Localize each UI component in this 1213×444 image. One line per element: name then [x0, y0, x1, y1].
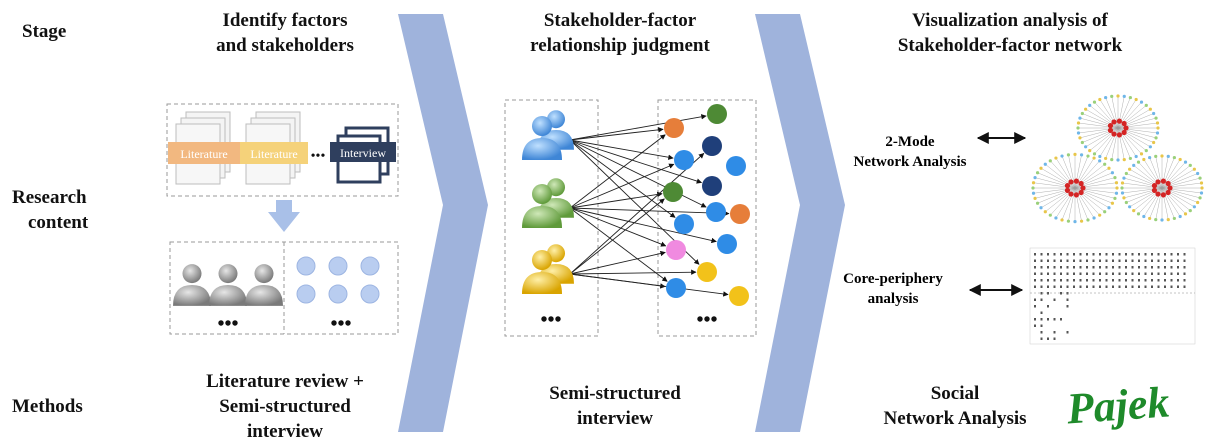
factor-node-9: [730, 204, 750, 224]
core-periphery-label-line2: analysis: [868, 291, 919, 307]
two-mode-label-line1: 2-Mode: [885, 134, 934, 150]
factor-dot-2: [329, 257, 347, 275]
factor-node-10: [674, 214, 694, 234]
core-periphery-matrix: [1030, 248, 1195, 344]
stage2-stakeholders-ellipsis: •••: [540, 309, 561, 331]
stakeholders-ellipsis: •••: [217, 313, 238, 335]
gray-stakeholder-icons: [173, 264, 283, 306]
interview-tag-label: Interview: [340, 146, 386, 160]
factor-node-6: [702, 176, 722, 196]
stakeholder-icons: [522, 110, 574, 294]
network-graph-1: [1076, 94, 1159, 161]
chevron-arrow-2: [755, 14, 845, 432]
factor-node-13: [697, 262, 717, 282]
factor-node-8: [706, 202, 726, 222]
factor-nodes: [663, 104, 750, 306]
factor-node-15: [729, 286, 749, 306]
network-graph-2: [1031, 153, 1118, 223]
relationship-arrow-16: [570, 252, 665, 274]
matrix-frame: [1030, 248, 1195, 344]
factor-node-11: [717, 234, 737, 254]
relationship-arrow-1: [570, 116, 706, 140]
factor-node-3: [702, 136, 722, 156]
down-arrow: [268, 200, 300, 232]
network-graph-thumbnails: [1031, 94, 1203, 223]
factor-dots-grid: [297, 257, 379, 303]
core-periphery-label-line1: Core-periphery: [843, 271, 943, 287]
factor-dot-1: [297, 257, 315, 275]
literature-tag-2-label: Literature: [250, 147, 297, 161]
relationship-arrow-9: [570, 194, 662, 208]
factor-dot-4: [297, 285, 315, 303]
factor-node-7: [663, 182, 683, 202]
stakeholder-group-green: [522, 178, 574, 228]
chevron-arrow-1: [398, 14, 488, 432]
factor-node-1: [707, 104, 727, 124]
factor-dot-6: [361, 285, 379, 303]
gray-stakeholder-icon-2: [209, 264, 247, 306]
relationship-arrow-17: [570, 272, 696, 274]
relationship-arrow-7: [570, 135, 665, 208]
relationship-arrow-15: [570, 199, 664, 274]
stakeholder-group-yellow: [522, 244, 574, 294]
two-mode-label-line2: Network Analysis: [854, 154, 967, 170]
factor-node-5: [726, 156, 746, 176]
factor-node-2: [664, 118, 684, 138]
factor-node-14: [666, 278, 686, 298]
factor-dot-3: [361, 257, 379, 275]
factor-node-12: [666, 240, 686, 260]
factor-dot-5: [329, 285, 347, 303]
stakeholder-group-blue: [522, 110, 574, 160]
stage2-factors-ellipsis: •••: [696, 309, 717, 331]
factors-ellipsis: •••: [330, 313, 351, 335]
pajek-logo: Pajek: [1064, 377, 1171, 433]
factor-node-4: [674, 150, 694, 170]
literature-tag-1-label: Literature: [180, 147, 227, 161]
documents-ellipsis: •••: [311, 149, 326, 164]
relationship-arrow-2: [570, 129, 663, 140]
network-graph-3: [1120, 154, 1203, 221]
gray-stakeholder-icon-1: [173, 264, 211, 306]
gray-stakeholder-icon-3: [245, 264, 283, 306]
